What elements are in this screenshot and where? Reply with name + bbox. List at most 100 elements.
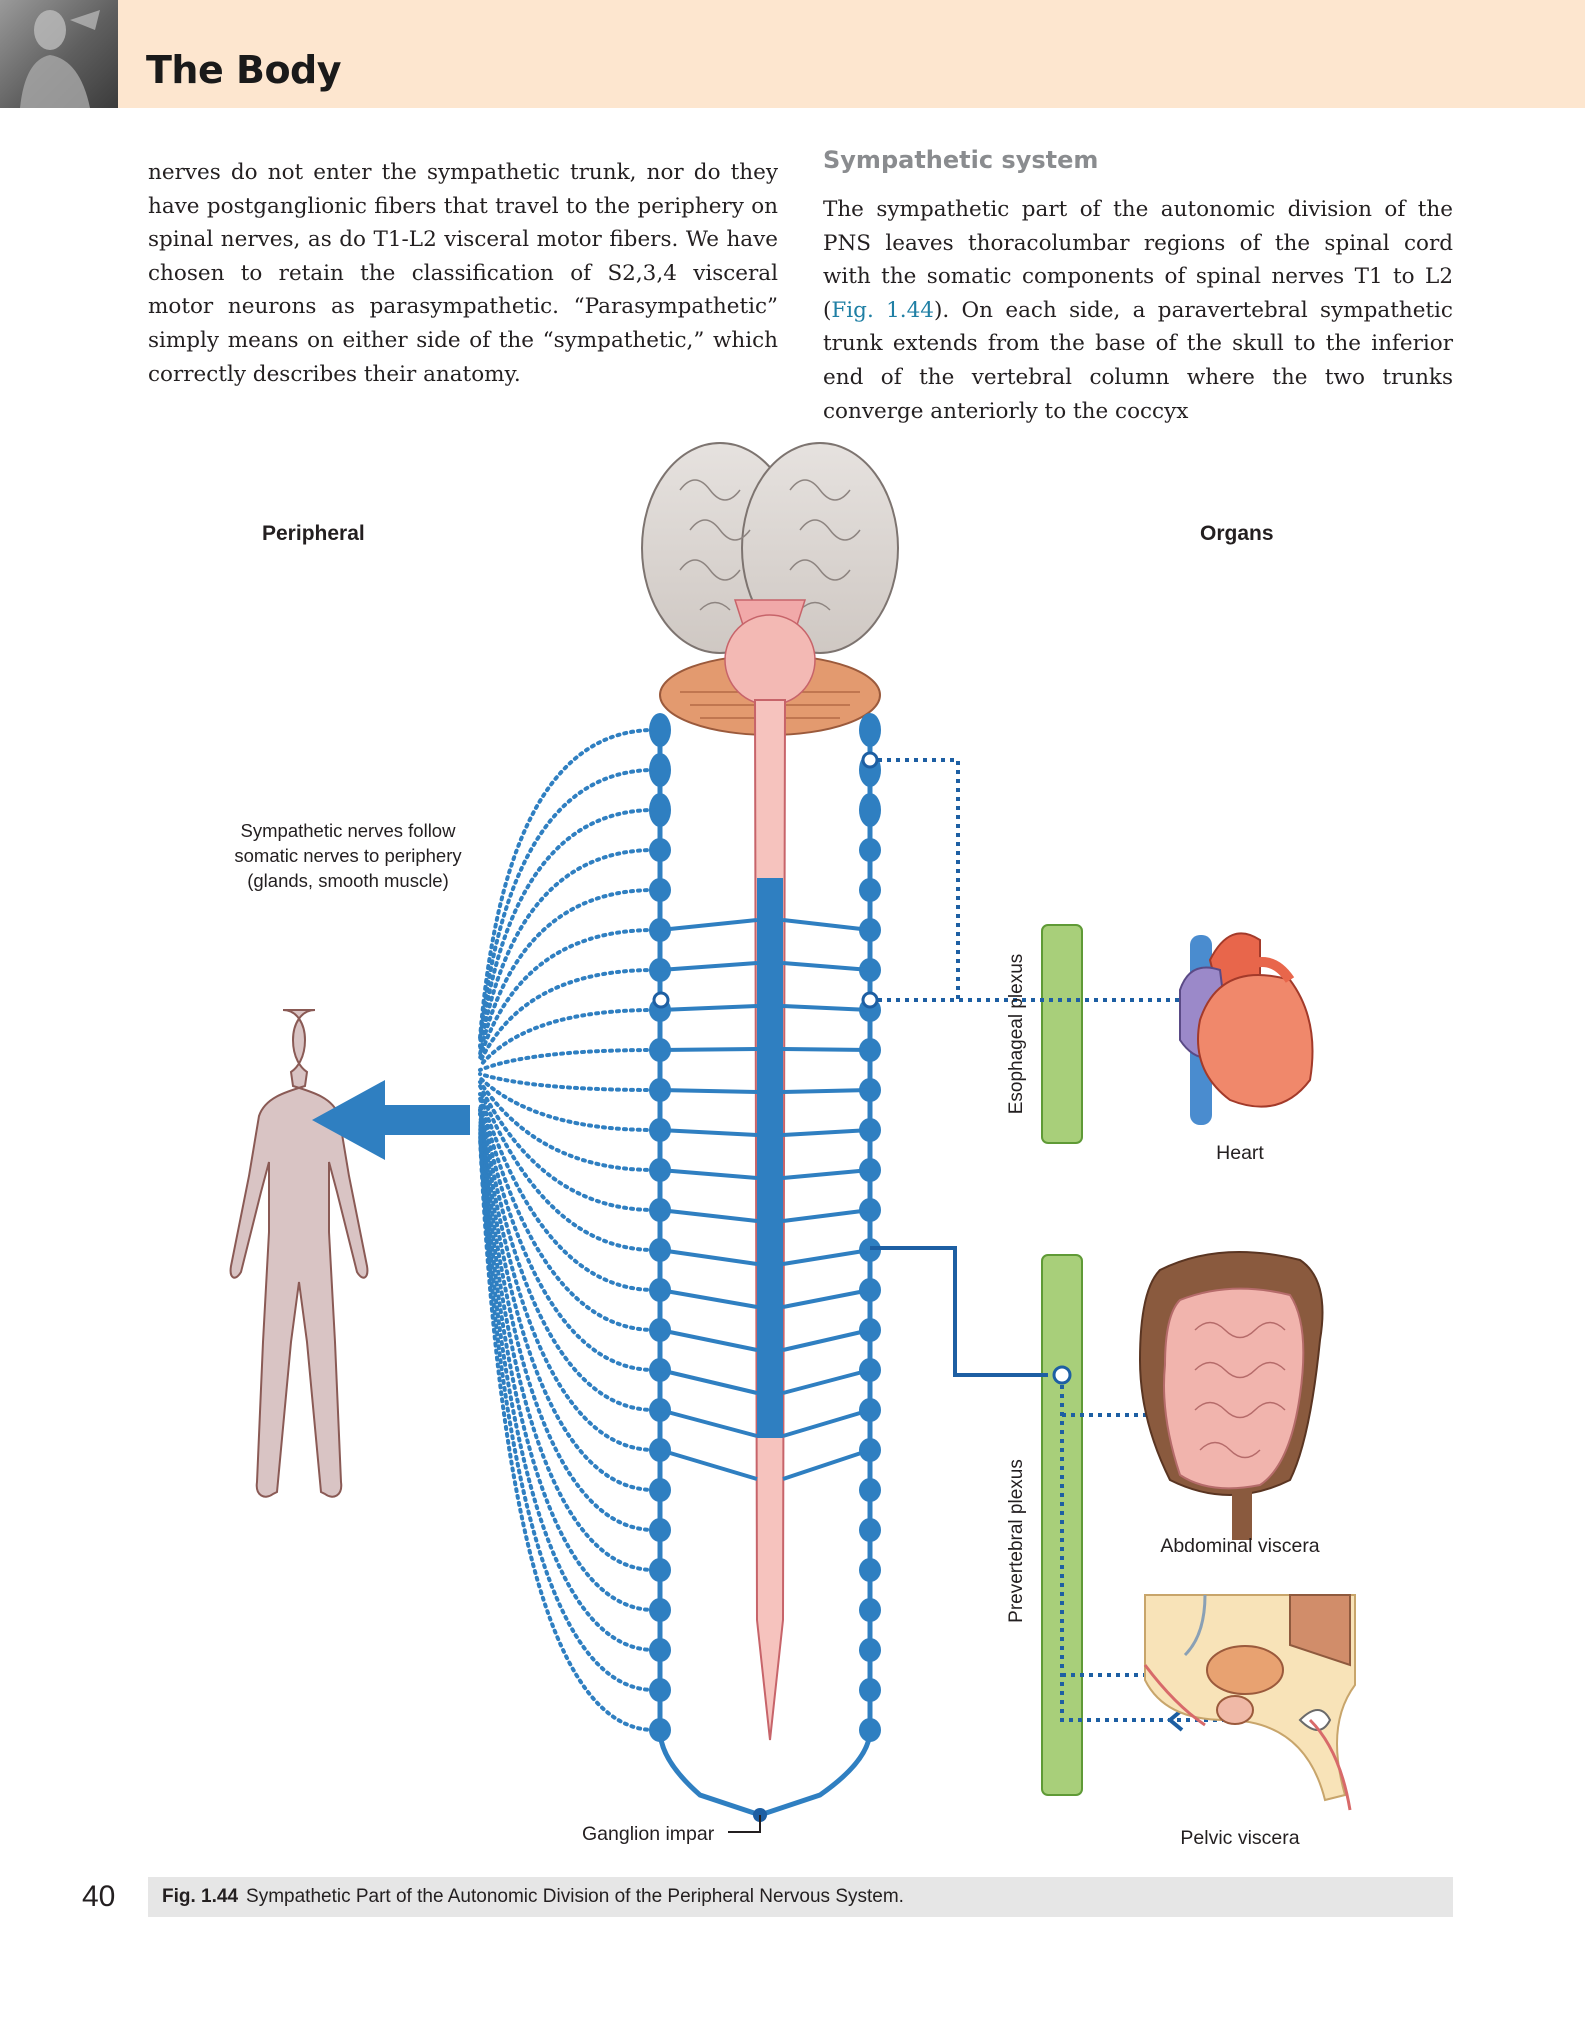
chapter-thumbnail-image [0,0,118,108]
figure-sympathetic-system: Peripheral Organs Sympathetic nerves fol… [0,430,1585,1860]
periphery-arrow [312,1080,470,1160]
dotted-fiber [478,1008,656,1068]
right-ganglion [859,878,881,902]
body-text-right-part2: ). On each side, a paravertebral sympath… [823,297,1453,424]
dotted-fiber [478,1084,656,1212]
body-text-right-part1: The sympathetic part of the autonomic di… [823,197,1453,323]
right-ganglion [859,838,881,862]
right-ganglion [859,1518,881,1542]
figure-caption-title: Sympathetic Part of the Autonomic Divisi… [246,1886,904,1907]
page-title: The Body [146,48,342,92]
dotted-fiber [478,1116,656,1532]
abdominal-viscera-illustration [1138,1251,1324,1540]
dotted-fiber [478,728,656,1040]
ramus-left [659,1047,758,1052]
page-header: The Body [0,0,1585,108]
sympathetic-trunks [649,713,881,1822]
esophageal-plexus-bar [1041,924,1083,1144]
ramus-right [782,918,871,932]
label-periphery-note-line3: (glands, smooth muscle) [247,870,449,891]
label-periphery-note-line1: Sympathetic nerves follow [240,820,456,841]
ramus-left [659,1248,758,1266]
section-heading: Sympathetic system [823,146,1099,174]
ramus-left [659,1448,758,1481]
trunk-line [657,730,873,1818]
ramus-left [659,1128,758,1137]
sympathetic-rami [659,918,871,1481]
ramus-right [782,961,871,972]
ramus-right [782,1208,871,1223]
dotted-fiber [478,1128,656,1652]
dotted-fiber [478,1048,656,1072]
heart-illustration [1179,932,1314,1125]
right-ganglion [859,793,881,827]
dotted-fiber [478,808,656,1048]
ramus-right [782,1047,871,1052]
ramus-left [659,1368,758,1395]
left-ganglion [649,753,671,787]
thoracolumbar-outflow-segment [757,878,783,1438]
dotted-fiber [478,1136,656,1732]
label-heart: Heart [1216,1142,1264,1164]
brain-illustration [641,442,899,736]
ramus-right [782,1248,871,1266]
left-ganglion [649,1638,671,1662]
spinal-cord [753,699,787,1741]
dotted-fiber [478,1120,656,1572]
ramus-left [659,918,758,932]
right-ganglion [859,1638,881,1662]
dotted-fiber [478,1108,656,1452]
left-ganglion [649,1558,671,1582]
left-ganglion [649,1598,671,1622]
dotted-fiber [478,848,656,1052]
figure-diagram [229,442,1356,1833]
dotted-fiber [478,1100,656,1372]
ramus-right [782,1408,871,1438]
dotted-fiber [478,768,656,1044]
dotted-fiber [478,1076,656,1132]
label-prevertebral-plexus: Prevertebral plexus [1006,1459,1027,1623]
peripheral-dotted-fibers [478,728,656,1732]
left-ganglion [649,1478,671,1502]
ramus-left [659,1208,758,1223]
ramus-left [659,1328,758,1352]
ramus-left [659,961,758,972]
left-ganglion [649,1678,671,1702]
dotted-fiber [478,1112,656,1492]
left-ganglion [649,878,671,902]
left-ganglion [649,838,671,862]
ramus-right [782,1368,871,1395]
label-peripheral: Peripheral [262,522,365,545]
ramus-right [782,1004,871,1012]
right-ganglion [859,1478,881,1502]
right-ganglion [859,1718,881,1742]
ganglion-impar-leader [728,1815,761,1833]
dotted-fiber [478,888,656,1056]
ramus-left [659,1288,758,1309]
ramus-right [782,1288,871,1309]
ramus-left [659,1168,758,1180]
dotted-fiber [478,1072,656,1092]
page-number: 40 [82,1880,116,1913]
dotted-fiber [478,1132,656,1692]
label-organs: Organs [1200,522,1274,545]
left-ganglion [649,793,671,827]
figure-reference-link[interactable]: Fig. 1.44 [831,297,934,323]
prevertebral-plexus-bar [1041,1254,1083,1796]
label-periphery-note-line2: somatic nerves to periphery [234,845,462,866]
body-text-right: The sympathetic part of the autonomic di… [823,193,1453,428]
dotted-fiber [478,928,656,1060]
dotted-fiber [478,1124,656,1612]
label-ganglion-impar: Ganglion impar [582,1823,715,1845]
left-ganglion [649,713,671,747]
right-ganglion [859,1678,881,1702]
ramus-right [782,1168,871,1180]
organ-connections [652,751,1284,1732]
ramus-right [782,1088,871,1094]
ramus-left [659,1004,758,1012]
label-esophageal-plexus: Esophageal plexus [1006,953,1027,1115]
left-ganglion [649,1518,671,1542]
body-text-left: nerves do not enter the sympathetic trun… [148,160,778,387]
